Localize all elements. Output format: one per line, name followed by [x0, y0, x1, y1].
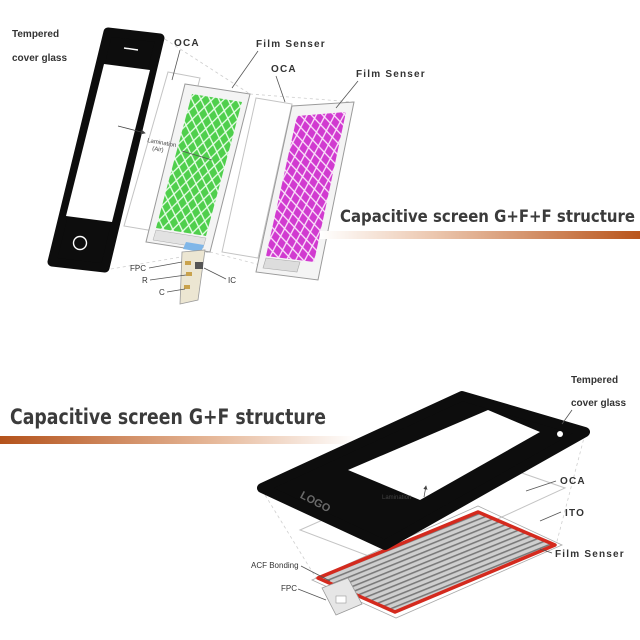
gff-oca-label-2: OCA [271, 64, 297, 75]
fpc-strip [179, 249, 206, 305]
gf-film-sensor [311, 505, 563, 619]
guide-line [555, 433, 586, 546]
cover-glass-screen [348, 410, 540, 500]
film-sensor-ito-pattern [316, 510, 557, 614]
gff-lamination-sub-label: (Air) [152, 146, 164, 154]
r-leader [149, 274, 187, 281]
c-leader [166, 288, 186, 293]
lamination-arrow [423, 485, 428, 498]
lamination-arrow [117, 125, 146, 135]
gf-cover-glass: LOGO Lamination [257, 391, 590, 550]
gff-ic-label: IC [228, 276, 236, 285]
gf-fpc-label: FPC [281, 584, 297, 593]
gff-lamination-label: Lamination [147, 138, 177, 149]
gff-r-label: R [142, 276, 148, 285]
fpc-leader [297, 588, 327, 601]
green-film-tail [183, 242, 204, 252]
gf-ito-label: ITO [565, 508, 585, 519]
ic-chip [195, 262, 203, 269]
gf-fpc-tail [321, 577, 363, 616]
gff-fpc-connector [179, 249, 206, 305]
green-film-pattern [156, 94, 242, 236]
ito-leader [539, 511, 562, 522]
gff-film-senser-label-1: Film Senser [256, 39, 326, 50]
film-senser-1-leader [231, 50, 259, 89]
gf-acf-bonding-label: ACF Bonding [251, 561, 299, 570]
cover-glass-leader [561, 409, 573, 425]
gff-caption-bar [320, 231, 640, 239]
gff-film-senser-label-2: Film Senser [356, 69, 426, 80]
gf-film-senser-label: Film Senser [555, 549, 625, 560]
green-film-sensor [145, 83, 251, 253]
magenta-film-tab [262, 257, 301, 273]
home-button-icon [72, 235, 88, 251]
gf-cover-glass-label-line2: cover glass [571, 398, 626, 409]
oca-1-leader [171, 49, 181, 81]
gf-caption-bar [0, 436, 356, 444]
oca-2-leader [275, 75, 286, 103]
magenta-film-pattern [266, 112, 346, 262]
magenta-film-sensor [255, 101, 355, 281]
guide-line [261, 489, 317, 579]
gf-lamination-label: Lamination [382, 495, 411, 501]
oca-leader [525, 480, 557, 492]
camera-icon [557, 431, 563, 437]
gff-cover-glass [47, 27, 165, 273]
gff-diagram: Lamination (Air) Tempered cover glass OC… [12, 27, 640, 305]
gf-cover-glass-label-line1: Tempered [571, 375, 618, 386]
film-senser-leader [539, 548, 553, 554]
gff-caption: Capacitive screen G+F+F structure [340, 207, 635, 227]
lamination-leader [181, 150, 213, 161]
gff-fpc-label: FPC [130, 264, 146, 273]
gff-c-label: C [159, 288, 165, 297]
gff-oca-label-1: OCA [174, 38, 200, 49]
capacitor-component [186, 272, 192, 276]
film-sensor-outline [311, 505, 563, 619]
fpc-connector [335, 595, 347, 604]
oca-sheet-2 [221, 97, 293, 259]
acf-bonding-leader [300, 565, 331, 582]
gf-caption: Capacitive screen G+F structure [10, 405, 326, 429]
guide-line [249, 93, 355, 103]
film-senser-2-leader [335, 80, 359, 109]
gf-oca-label: OCA [560, 476, 586, 487]
cover-glass-screen [66, 64, 150, 222]
speaker-slot [123, 47, 139, 51]
gff-cover-glass-label-line1: Tempered [12, 29, 59, 40]
resistor-component [185, 261, 191, 265]
gff-cover-glass-label-line2: cover glass [12, 53, 67, 64]
ic-leader [203, 267, 227, 280]
gf-diagram: Capacitive screen G+F structure LOGO Lam… [0, 375, 626, 619]
component [184, 285, 190, 289]
fpc-leader [148, 261, 183, 269]
